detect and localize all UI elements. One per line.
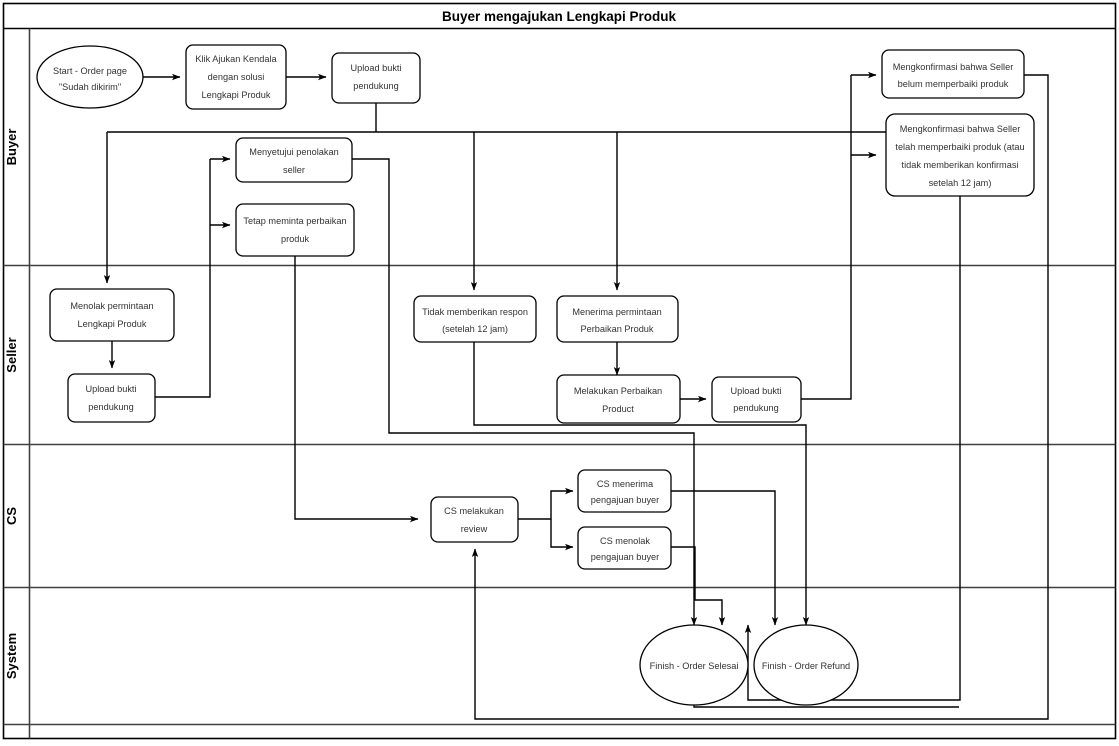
lane-label-buyer-text: Buyer bbox=[4, 129, 19, 166]
node-csmenolak-line-0: CS menolak bbox=[600, 536, 650, 546]
edges bbox=[103, 71, 1049, 720]
edge-uploadseller-up bbox=[155, 159, 211, 398]
node-uploadbuyer-line-0: Upload bukti bbox=[350, 63, 401, 73]
node-csreview-line-0: CS melakukan bbox=[444, 506, 504, 516]
node-csmenolak-line-1: pengajuan buyer bbox=[591, 552, 659, 562]
node-menyetujui-penolakan-seller[interactable]: Menyetujui penolakan seller bbox=[235, 137, 353, 183]
edge-csreview-split2 bbox=[550, 519, 574, 551]
node-csreview-line-1: review bbox=[461, 524, 488, 534]
node-konftelah-line-1: telah memperbaiki produk (atau bbox=[895, 142, 1024, 152]
node-menerima-line-0: Menerima permintaan bbox=[572, 307, 661, 317]
node-uploadseller-line-1: pendukung bbox=[88, 402, 133, 412]
node-tetap-line-0: Tetap meminta perbaikan bbox=[243, 216, 346, 226]
edge-uploadperb-up bbox=[801, 75, 852, 400]
edge-konfbelum-to-csreview bbox=[471, 74, 1049, 720]
page-title: Buyer mengajukan Lengkapi Produk bbox=[442, 9, 677, 24]
node-menerima-permintaan[interactable]: Menerima permintaan Perbaikan Produk bbox=[556, 295, 679, 343]
lane-label-system: System bbox=[4, 633, 19, 679]
node-konfbelum-line-0: Mengkonfirmasi bahwa Seller bbox=[893, 62, 1014, 72]
lane-label-seller-text: Seller bbox=[4, 337, 19, 372]
node-menerima-line-1: Perbaikan Produk bbox=[580, 324, 653, 334]
node-start[interactable]: Start - Order page "Sudah dikirim" bbox=[36, 45, 144, 109]
node-finish-order-refund[interactable]: Finish - Order Refund bbox=[753, 624, 859, 706]
node-menolak-line-1: Lengkapi Produk bbox=[78, 319, 147, 329]
node-setuju-line-1: seller bbox=[283, 165, 305, 175]
node-uploadperb-line-1: pendukung bbox=[733, 403, 778, 413]
lane-label-cs: CS bbox=[4, 507, 19, 525]
edge-csterima-to-refund bbox=[671, 490, 779, 626]
edge-tidakrespon-to-refund bbox=[473, 342, 810, 626]
node-uploadperb-line-0: Upload bukti bbox=[730, 386, 781, 396]
node-klik-line-1: dengan solusi bbox=[208, 72, 265, 82]
edge-setuju-to-finish bbox=[352, 158, 698, 626]
node-finish-order-selesai[interactable]: Finish - Order Selesai bbox=[639, 624, 749, 706]
node-finishselesai-label: Finish - Order Selesai bbox=[650, 661, 739, 671]
node-upload-bukti-buyer[interactable]: Upload bukti pendukung bbox=[331, 52, 421, 104]
node-tidak-memberikan-respon[interactable]: Tidak memberikan respon (setelah 12 jam) bbox=[413, 295, 537, 343]
lane-label-cs-text: CS bbox=[4, 507, 19, 525]
node-cs-menolak-pengajuan[interactable]: CS menolak pengajuan buyer bbox=[577, 526, 672, 570]
node-perbaikan-line-0: Melakukan Perbaikan bbox=[574, 386, 662, 396]
edge-csreview-split bbox=[518, 487, 574, 520]
node-tidakrespon-line-0: Tidak memberikan respon bbox=[422, 307, 528, 317]
node-csterima-line-1: pengajuan buyer bbox=[591, 495, 659, 505]
node-konftelah-line-3: setelah 12 jam) bbox=[929, 178, 992, 188]
edge-tetap-to-csreview bbox=[294, 256, 419, 523]
node-upload-bukti-perbaikan[interactable]: Upload bukti pendukung bbox=[711, 376, 802, 423]
node-setuju-line-0: Menyetujui penolakan bbox=[249, 147, 338, 157]
node-konftelah-line-0: Mengkonfirmasi bahwa Seller bbox=[900, 124, 1021, 134]
lane-dividers bbox=[3, 28, 1116, 739]
node-tetap-line-1: produk bbox=[281, 234, 309, 244]
node-perbaikan-line-1: Product bbox=[602, 404, 634, 414]
node-start-line-1: "Sudah dikirim" bbox=[59, 82, 121, 92]
node-cs-menerima-pengajuan[interactable]: CS menerima pengajuan buyer bbox=[577, 469, 672, 513]
node-klik-line-0: Klik Ajukan Kendala bbox=[195, 54, 277, 64]
lane-label-buyer: Buyer bbox=[4, 129, 19, 166]
node-konfirmasi-telah-memperbaiki[interactable]: Mengkonfirmasi bahwa Seller telah memper… bbox=[885, 113, 1035, 197]
node-upload-bukti-seller[interactable]: Upload bukti pendukung bbox=[67, 373, 156, 423]
lane-label-system-text: System bbox=[4, 633, 19, 679]
node-csterima-line-0: CS menerima bbox=[597, 479, 654, 489]
node-cs-melakukan-review[interactable]: CS melakukan review bbox=[430, 496, 519, 543]
edge-upload-bus bbox=[107, 103, 948, 133]
lane-label-seller: Seller bbox=[4, 337, 19, 372]
node-uploadbuyer-line-1: pendukung bbox=[353, 81, 398, 91]
node-uploadseller-line-0: Upload bukti bbox=[85, 384, 136, 394]
node-klik-line-2: Lengkapi Produk bbox=[202, 90, 271, 100]
node-melakukan-perbaikan[interactable]: Melakukan Perbaikan Product bbox=[556, 374, 681, 424]
edge-csmenolak-to-selesai bbox=[671, 546, 726, 626]
node-menolak-permintaan[interactable]: Menolak permintaan Lengkapi Produk bbox=[49, 288, 175, 342]
node-konfirmasi-belum-memperbaiki[interactable]: Mengkonfirmasi bahwa Seller belum memper… bbox=[881, 49, 1025, 99]
node-start-line-0: Start - Order page bbox=[53, 66, 127, 76]
node-tidakrespon-line-1: (setelah 12 jam) bbox=[442, 324, 508, 334]
node-konfbelum-line-1: belum memperbaiki produk bbox=[898, 79, 1009, 89]
node-konftelah-line-2: tidak memberikan konfirmasi bbox=[902, 160, 1019, 170]
node-klik-ajukan-kendala[interactable]: Klik Ajukan Kendala dengan solusi Lengka… bbox=[185, 44, 287, 110]
edge-konftelah-to-selesai bbox=[744, 196, 961, 701]
node-menolak-line-0: Menolak permintaan bbox=[70, 301, 153, 311]
node-tetap-meminta-perbaikan[interactable]: Tetap meminta perbaikan produk bbox=[235, 203, 355, 257]
node-finishrefund-label: Finish - Order Refund bbox=[762, 661, 850, 671]
